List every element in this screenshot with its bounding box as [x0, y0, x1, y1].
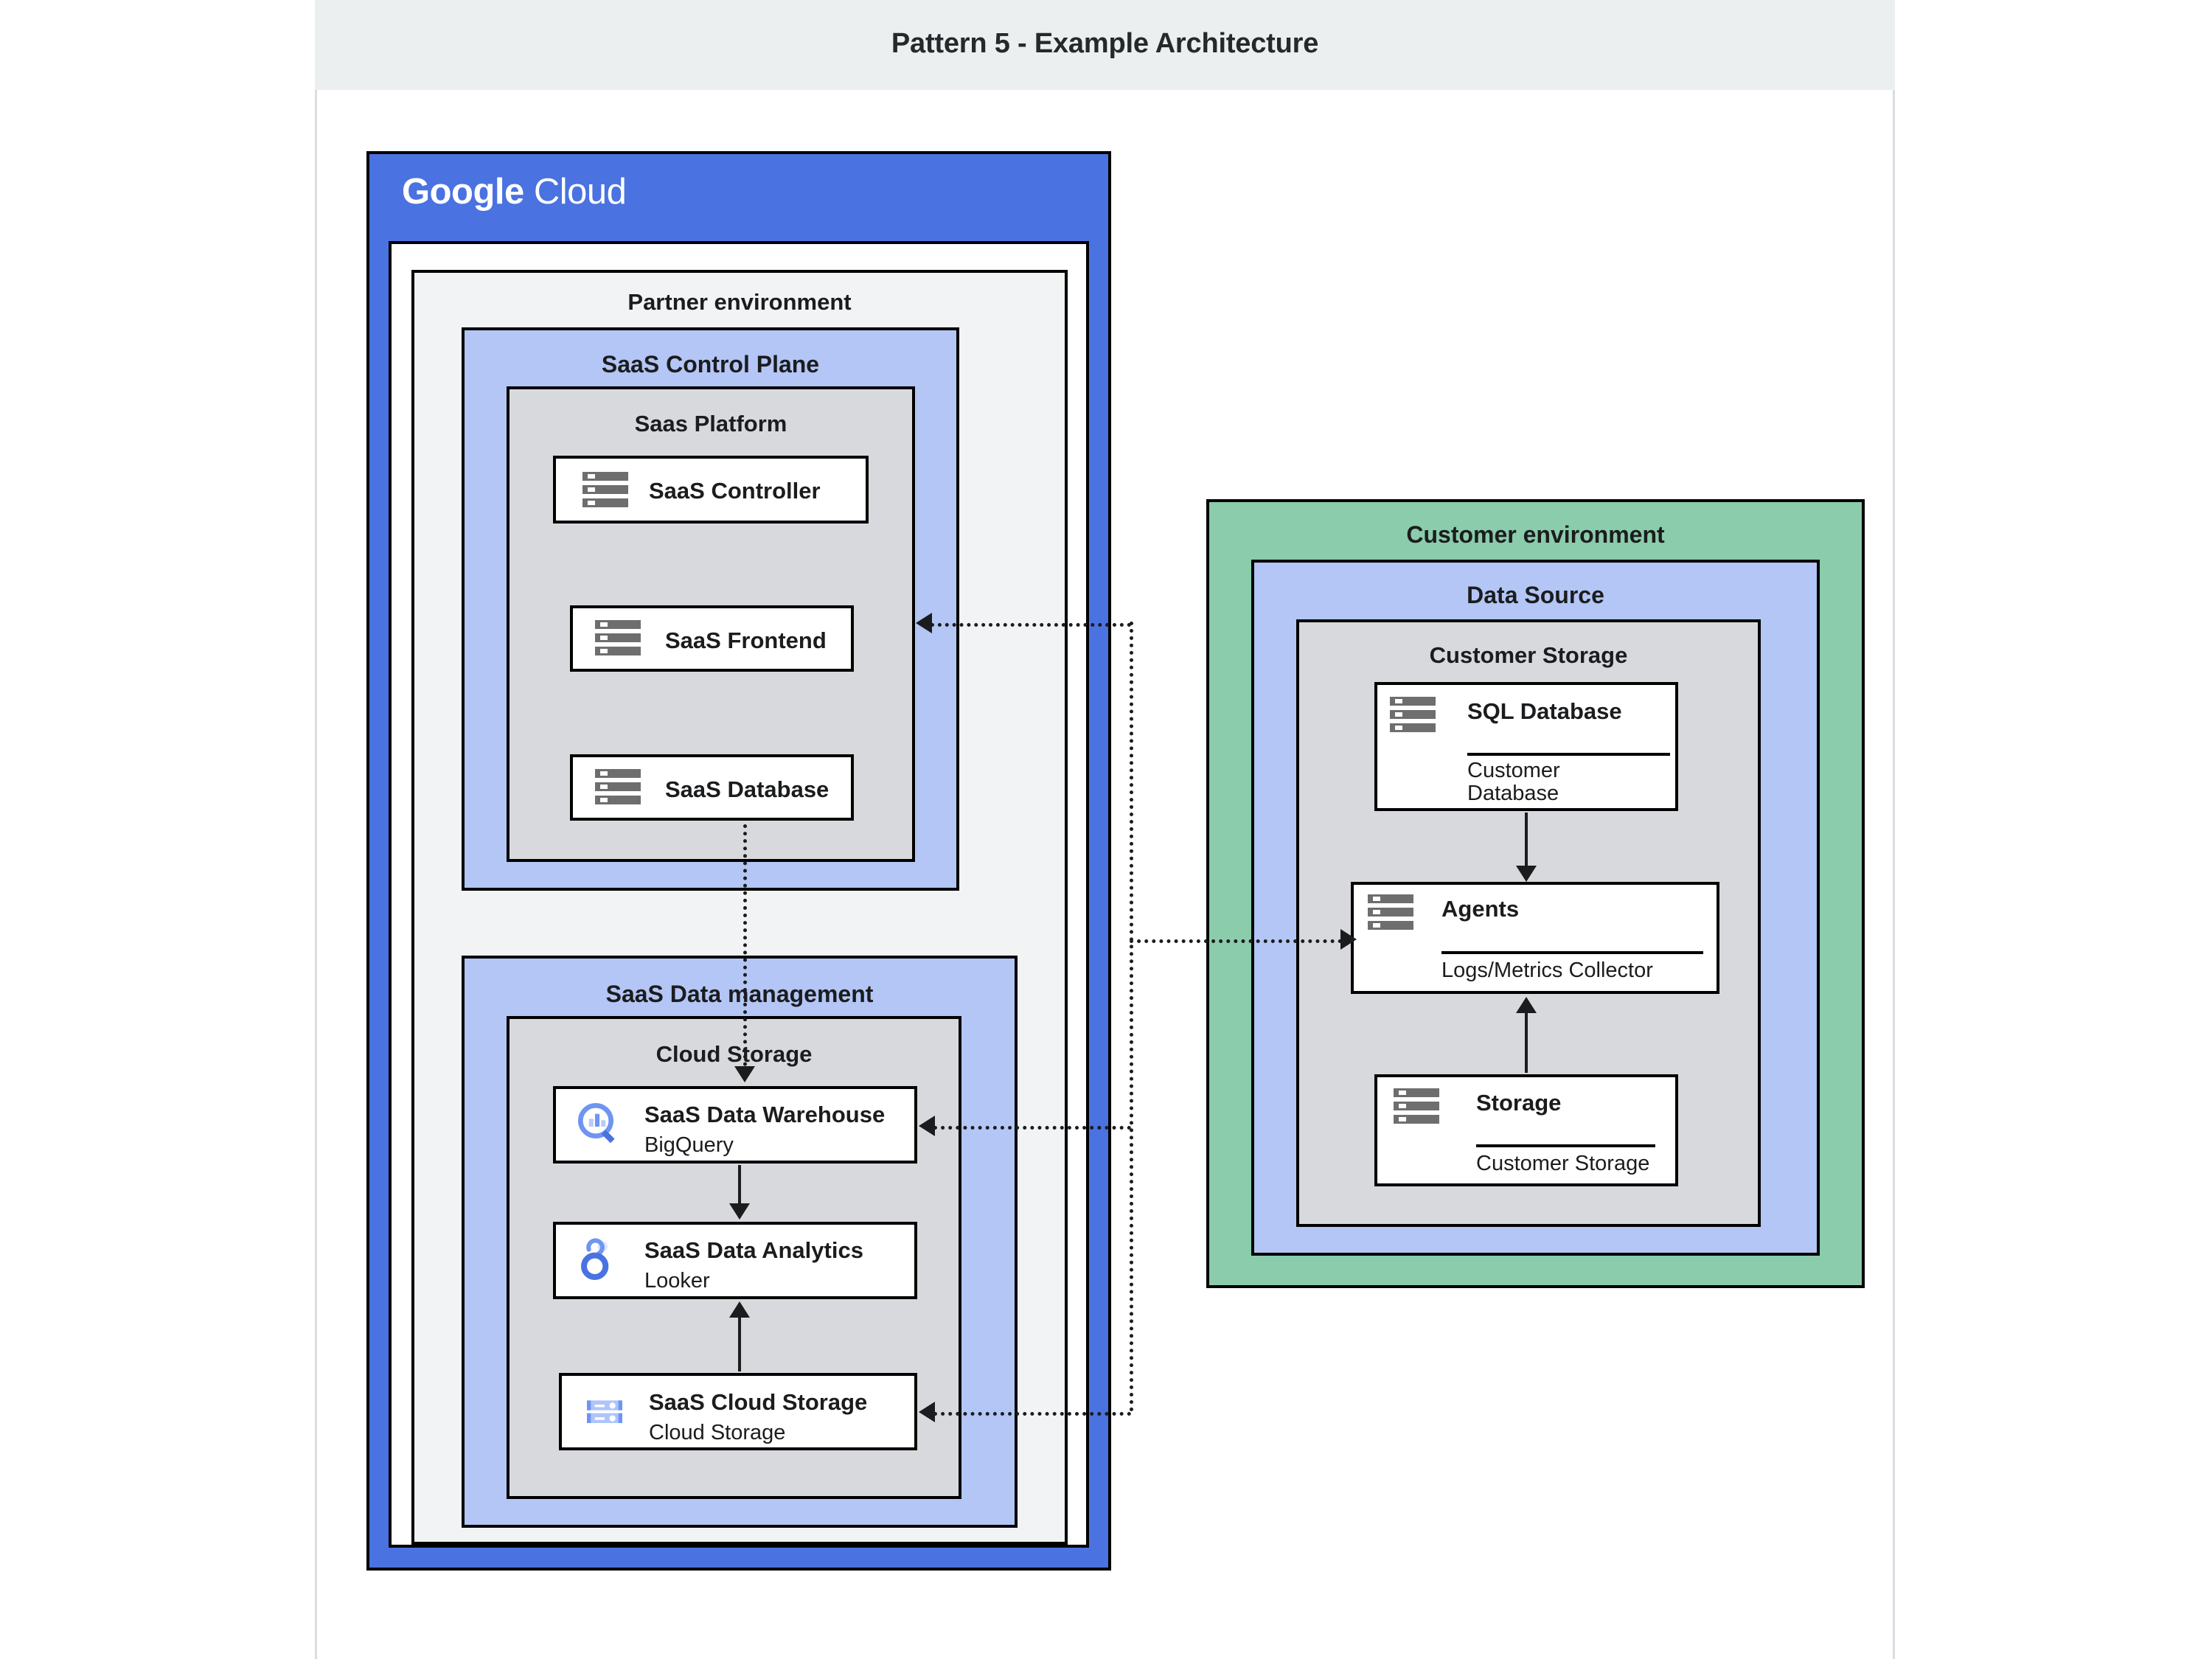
bigquery-icon: [578, 1103, 615, 1144]
arrow-to-agents: [1340, 929, 1357, 950]
arrow-cloud-storage-to-analytics: [729, 1301, 750, 1318]
connector-warehouse-to-analytics: [738, 1165, 741, 1203]
connector-cloud-storage-to-analytics: [738, 1318, 741, 1371]
node-agents-subtitle: Logs/Metrics Collector: [1441, 959, 1653, 982]
arrow-to-saas-data-warehouse: [919, 1116, 935, 1136]
node-saas-cloud-storage-title: SaaS Cloud Storage: [649, 1389, 868, 1415]
node-saas-data-warehouse-title: SaaS Data Warehouse: [644, 1102, 886, 1127]
cloud-wordmark-thin: Cloud: [533, 172, 627, 212]
google-cloud-wordmark: Google Cloud: [402, 171, 627, 212]
saas-data-management-label: SaaS Data management: [605, 981, 874, 1007]
node-storage-subtitle: Customer Storage: [1476, 1152, 1650, 1175]
server-icon: [1394, 1088, 1439, 1124]
node-saas-data-analytics[interactable]: [553, 1222, 917, 1299]
node-saas-data-warehouse-subtitle: BigQuery: [644, 1133, 734, 1157]
customer-environment-label: Customer environment: [1406, 521, 1665, 548]
node-storage-title: Storage: [1476, 1090, 1562, 1116]
connector-to-saas-data-warehouse: [933, 1126, 1131, 1130]
arrow-saas-database-to-warehouse: [734, 1066, 755, 1082]
node-storage-divider: [1476, 1144, 1655, 1147]
node-saas-cloud-storage[interactable]: [559, 1373, 917, 1450]
node-saas-data-analytics-title: SaaS Data Analytics: [644, 1237, 863, 1263]
server-icon: [582, 472, 628, 507]
node-sql-database-divider: [1467, 753, 1670, 756]
connector-to-saas-cloud-storage: [933, 1412, 1131, 1416]
title-band: [315, 0, 1895, 90]
arrow-to-saas-frontend: [916, 613, 932, 633]
cloud-storage-panel-label: Cloud Storage: [655, 1041, 813, 1067]
connector-to-agents: [1130, 939, 1342, 943]
saas-platform-label: Saas Platform: [634, 411, 787, 437]
connector-storage-to-agents: [1525, 1013, 1528, 1073]
connector-sql-database-to-agents: [1525, 813, 1528, 866]
partner-environment-label: Partner environment: [627, 289, 852, 315]
server-icon: [1368, 894, 1413, 930]
node-sql-database-subtitle: Customer Database: [1467, 759, 1560, 806]
connector-saas-database-to-warehouse: [743, 824, 747, 1066]
node-saas-data-analytics-subtitle: Looker: [644, 1269, 710, 1293]
node-saas-frontend-title: SaaS Frontend: [665, 627, 827, 653]
looker-icon: [581, 1238, 609, 1280]
arrow-sql-database-to-agents: [1516, 866, 1537, 882]
server-icon: [595, 620, 641, 655]
node-saas-data-warehouse[interactable]: [553, 1086, 917, 1164]
node-sql-database-title: SQL Database: [1467, 698, 1622, 724]
node-saas-database-title: SaaS Database: [665, 776, 830, 802]
connector-trunk-vertical: [1130, 622, 1133, 1412]
cloud-storage-icon: [587, 1400, 622, 1423]
node-agents-divider: [1441, 951, 1703, 954]
server-icon: [595, 769, 641, 804]
node-saas-controller-title: SaaS Controller: [649, 478, 821, 504]
google-wordmark-bold: Google: [402, 172, 524, 212]
arrow-warehouse-to-analytics: [729, 1203, 750, 1220]
arrow-storage-to-agents: [1516, 997, 1537, 1013]
page-title: Pattern 5 - Example Architecture: [891, 28, 1319, 59]
data-source-label: Data Source: [1467, 582, 1604, 608]
node-saas-cloud-storage-subtitle: Cloud Storage: [649, 1421, 786, 1444]
node-agents-title: Agents: [1441, 896, 1520, 922]
saas-control-plane-label: SaaS Control Plane: [601, 351, 820, 378]
server-icon: [1390, 697, 1436, 732]
connector-to-saas-frontend: [931, 623, 1131, 627]
customer-storage-panel-label: Customer Storage: [1429, 642, 1628, 668]
arrow-to-saas-cloud-storage: [919, 1402, 935, 1422]
